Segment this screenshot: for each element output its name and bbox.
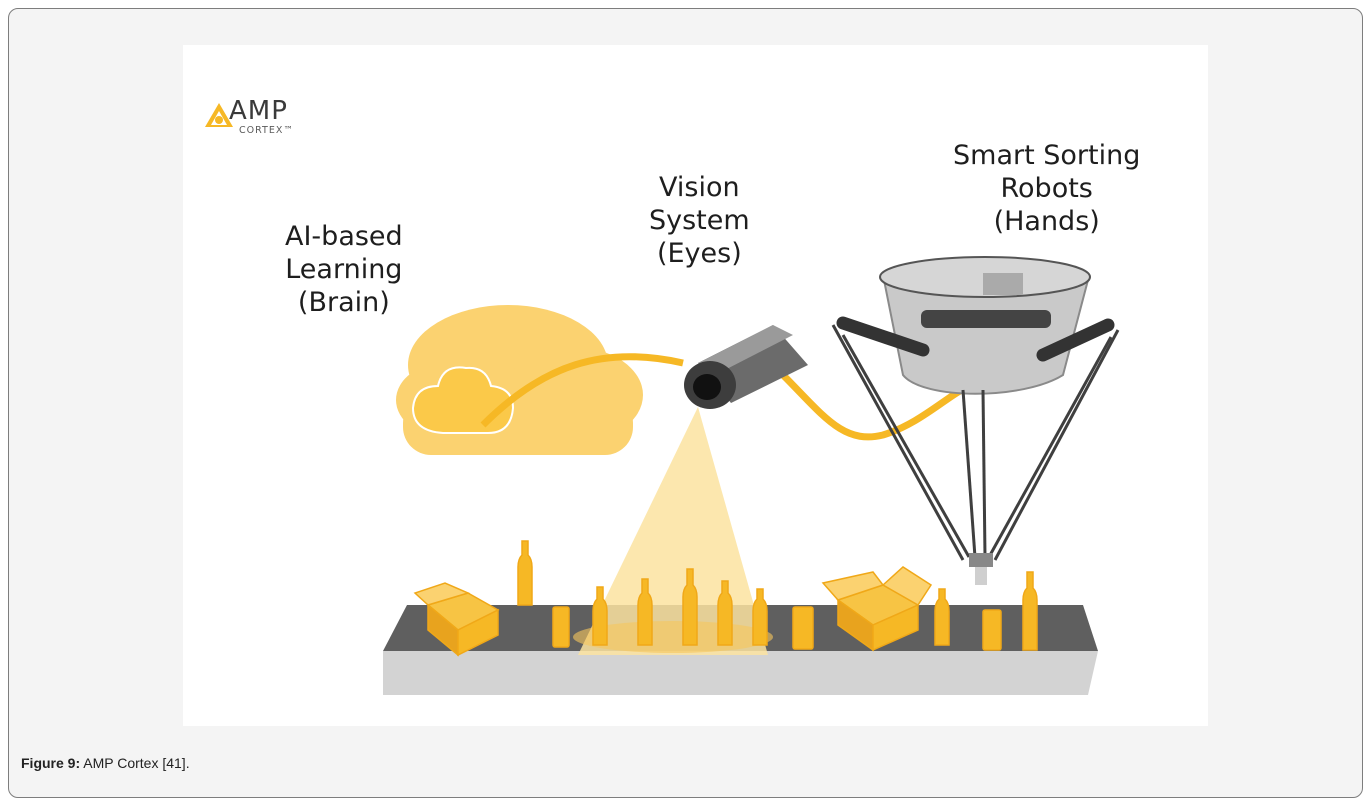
- label-eyes: Vision System (Eyes): [649, 171, 750, 270]
- label-hands-line2: Robots: [1000, 173, 1093, 204]
- label-brain: AI-based Learning (Brain): [285, 220, 403, 319]
- caption-label: Figure 9:: [21, 755, 81, 771]
- label-brain-line3: (Brain): [297, 287, 390, 318]
- products: [413, 540, 1038, 657]
- logo-sub: CORTEX™: [239, 125, 294, 136]
- label-eyes-line1: Vision: [659, 172, 740, 203]
- vision-light-cone: [578, 407, 768, 655]
- label-eyes-line3: (Eyes): [656, 238, 742, 269]
- caption-text: AMP Cortex [41].: [80, 755, 190, 771]
- illustration: [383, 256, 1120, 695]
- figure-caption: Figure 9: AMP Cortex [41].: [21, 754, 190, 772]
- figure-container: AMP CORTEX™: [8, 8, 1363, 798]
- amp-logo-icon: [205, 103, 233, 127]
- label-eyes-line2: System: [649, 205, 750, 236]
- label-hands-line1: Smart Sorting: [953, 140, 1141, 171]
- label-brain-line2: Learning: [285, 254, 403, 285]
- figure-image: AMP CORTEX™: [183, 45, 1208, 726]
- logo-word: AMP: [229, 96, 288, 126]
- delta-robot-icon: [831, 256, 1120, 585]
- label-brain-line1: AI-based: [285, 221, 403, 252]
- conveyor-belt: [383, 651, 1098, 695]
- camera-icon: [684, 325, 808, 409]
- label-hands: Smart Sorting Robots (Hands): [953, 139, 1140, 238]
- label-hands-line3: (Hands): [993, 206, 1100, 237]
